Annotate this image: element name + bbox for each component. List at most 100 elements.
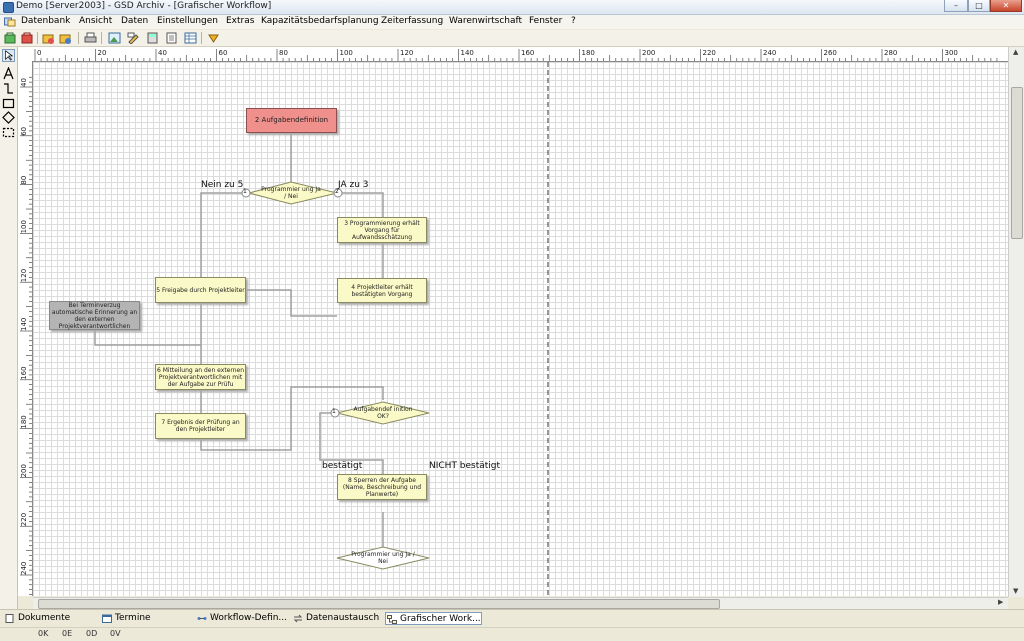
connector-nein — [200, 192, 249, 277]
h-ruler-label: 20 — [98, 49, 107, 57]
status-d: 0D — [86, 629, 98, 638]
scroll-right-icon[interactable]: ▶ — [998, 598, 1004, 606]
menu-ansicht[interactable]: Ansicht — [79, 16, 113, 26]
text-tool-icon[interactable] — [2, 67, 15, 80]
edit-icon[interactable] — [127, 32, 140, 44]
task-termine[interactable]: Termine — [101, 612, 151, 625]
label-bestaetigt: bestätigt — [322, 461, 363, 471]
maximize-button[interactable]: □ — [968, 0, 990, 12]
menu-extras[interactable]: Extras — [226, 16, 255, 26]
task-workflow-definition[interactable]: Workflow-Defin... — [196, 612, 287, 625]
h-ruler-label: 200 — [642, 49, 655, 57]
task-grafischer-workflow[interactable]: Grafischer Work... — [385, 612, 482, 625]
drawing-tools — [0, 47, 18, 609]
connector-7-to-decision2 — [200, 386, 384, 451]
documents-icon — [5, 614, 14, 623]
frame-tool-icon[interactable] — [2, 126, 15, 139]
h-ruler-label: 40 — [158, 49, 167, 57]
node-aufgabendefinition[interactable]: 2 Aufgabendefinition — [246, 108, 337, 133]
document-icon[interactable] — [165, 32, 178, 44]
title-bar: Demo [Server2003] - GSD Archiv - [Grafis… — [0, 0, 1024, 15]
status-v: 0V — [110, 629, 121, 638]
h-ruler-label: 180 — [582, 49, 595, 57]
minimize-button[interactable]: – — [944, 0, 968, 12]
ruler-corner — [18, 47, 33, 62]
menu-warenwirtschaft[interactable]: Warenwirtschaft — [449, 16, 523, 26]
node-freigabe[interactable]: 5 Freigabe durch Projektleiter — [155, 277, 246, 303]
task-dokumente-label: Dokumente — [18, 613, 71, 623]
status-e: 0E — [62, 629, 73, 638]
menu-einstellungen[interactable]: Einstellungen — [157, 16, 219, 26]
menu-zeiterfassung[interactable]: Zeiterfassung — [381, 16, 444, 26]
calendar-icon — [102, 614, 112, 623]
task-datenaustausch[interactable]: Datenaustausch — [292, 612, 379, 625]
v-ruler-label: 100 — [20, 220, 28, 233]
connector-ja — [337, 192, 384, 217]
port-circle-1[interactable] — [241, 188, 251, 198]
arrow-down-icon[interactable] — [207, 32, 220, 44]
workflow-canvas[interactable]: 1 2 1 2 Aufgabendefinition Programmier u… — [33, 62, 1008, 596]
scroll-down-icon[interactable]: ▼ — [1013, 587, 1019, 595]
toolbar — [0, 30, 1024, 47]
vertical-scrollbar[interactable]: ▲ ▼ — [1008, 47, 1024, 597]
workflow-icon — [197, 617, 207, 620]
h-ruler-label: 260 — [824, 49, 837, 57]
connector-tool-icon[interactable] — [2, 82, 15, 95]
h-ruler-label: 300 — [945, 49, 958, 57]
h-ruler-label: 160 — [521, 49, 534, 57]
rectangle-tool-icon[interactable] — [2, 97, 15, 110]
v-ruler-label: 120 — [20, 269, 28, 282]
connector-5-to-4 — [246, 289, 337, 317]
h-ruler-label: 80 — [279, 49, 288, 57]
v-ruler-label: 140 — [20, 318, 28, 331]
port-circle-2[interactable] — [333, 188, 343, 198]
menu-kapazitaetsbedarfsplanung[interactable]: Kapazitätsbedarfsplanung — [261, 16, 379, 26]
table-icon[interactable] — [184, 32, 197, 44]
close-button[interactable]: ✕ — [990, 0, 1022, 12]
status-k: 0K — [38, 629, 49, 638]
v-ruler-label: 40 — [20, 78, 28, 87]
scroll-up-icon[interactable]: ▲ — [1013, 48, 1019, 56]
port-circle-3[interactable] — [330, 408, 340, 418]
vertical-scroll-thumb[interactable] — [1011, 87, 1023, 239]
calculator-icon[interactable] — [146, 32, 159, 44]
task-dokumente[interactable]: Dokumente — [4, 612, 70, 625]
open-folder-icon[interactable] — [42, 32, 55, 44]
delete-red-icon[interactable] — [21, 32, 34, 44]
v-ruler-label: 60 — [20, 127, 28, 136]
horizontal-scroll-thumb[interactable] — [38, 599, 720, 609]
node-projektleiter-bestaetigt[interactable]: 4 Projektleiter erhält bestätigten Vorga… — [337, 278, 427, 303]
port-label-1: 1 — [243, 188, 247, 195]
print-icon[interactable] — [84, 32, 97, 44]
node-ergebnis[interactable]: 7 Ergebnis der Prüfung an den Projektlei… — [155, 413, 246, 439]
horizontal-scrollbar[interactable]: ▶ — [33, 597, 1008, 609]
h-ruler-label: 220 — [703, 49, 716, 57]
new-green-icon[interactable] — [4, 32, 17, 44]
diamond-tool-icon[interactable] — [2, 111, 15, 124]
menu-fenster[interactable]: Fenster — [529, 16, 563, 26]
node-terminverzug[interactable]: Bei Terminverzug automatische Erinnerung… — [49, 301, 140, 330]
label-nein-zu-5: Nein zu 5 — [201, 180, 244, 190]
select-tool-icon[interactable] — [2, 49, 15, 62]
node-programmierung[interactable]: 3 Programmierung erhält Vorgang für Aufw… — [337, 217, 427, 243]
v-ruler-label: 180 — [20, 415, 28, 428]
port-label-2: 2 — [335, 188, 339, 195]
image-icon[interactable] — [108, 32, 121, 44]
h-ruler-label: 280 — [884, 49, 897, 57]
decision-diamond-3[interactable] — [336, 546, 430, 570]
h-ruler-label: 140 — [461, 49, 474, 57]
app-menu-icon[interactable] — [4, 17, 16, 27]
app-icon — [3, 2, 14, 13]
connector-reminder — [94, 330, 201, 346]
menu-daten[interactable]: Daten — [121, 16, 149, 26]
node-mitteilung[interactable]: 6 Mitteilung an den externen Projektvera… — [155, 364, 246, 390]
decision-diamond-2[interactable] — [336, 401, 430, 425]
menu-datenbank[interactable]: Datenbank — [21, 16, 71, 26]
save-folder-icon[interactable] — [59, 32, 72, 44]
node-sperren[interactable]: 8 Sperren der Aufgabe (Name, Beschreibun… — [337, 474, 427, 500]
task-datenaustausch-label: Datenaustausch — [306, 613, 380, 623]
menu-help[interactable]: ? — [571, 16, 576, 26]
